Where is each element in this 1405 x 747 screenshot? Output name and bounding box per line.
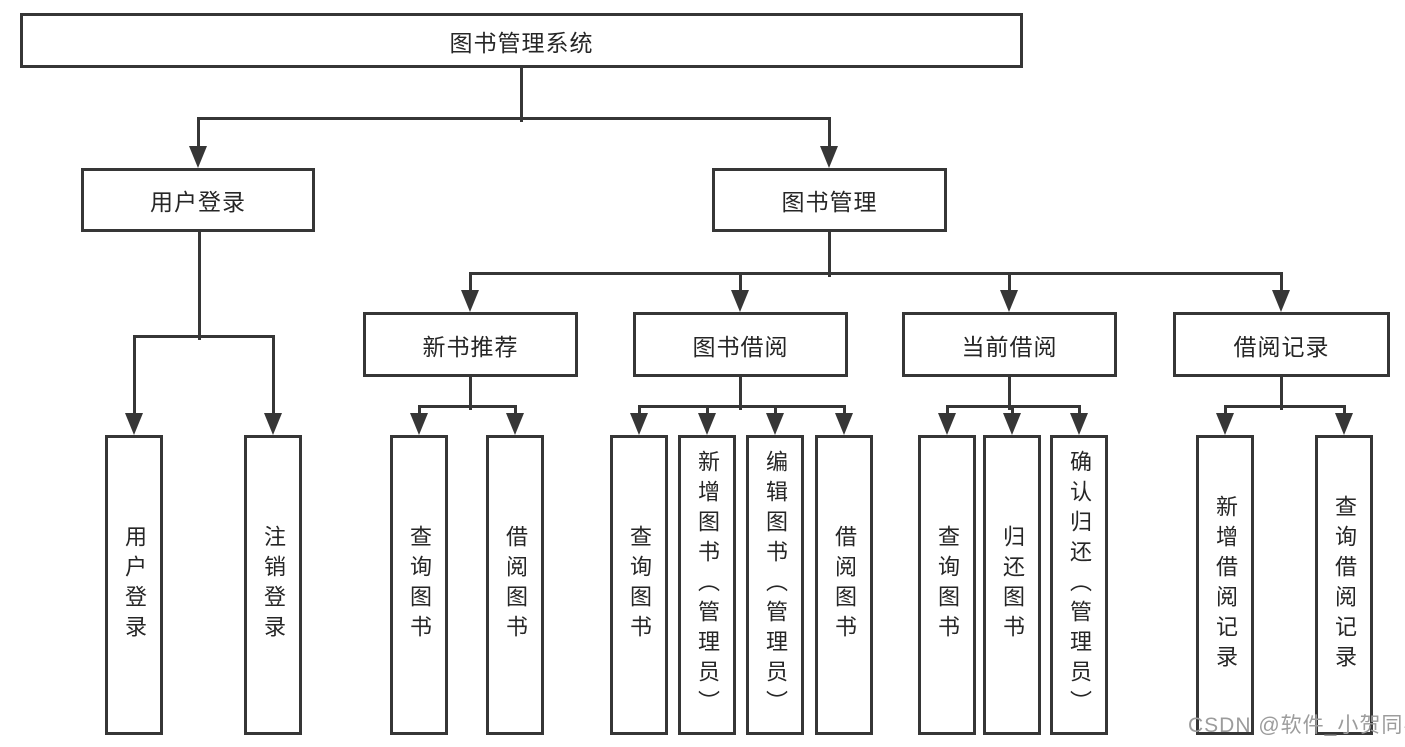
node-label: 当前借阅 [961, 333, 1058, 360]
node-new-book-recommend: 新书推荐 [363, 312, 578, 377]
node-label: 新书推荐 [422, 333, 519, 360]
leaf-label: 借阅图书 [832, 525, 857, 645]
connector-line [1279, 375, 1283, 410]
connector-line [271, 334, 275, 416]
leaf-label: 查询图书 [935, 525, 960, 645]
leaf-label: 查询借阅记录 [1332, 495, 1357, 675]
arrow-down-icon [1335, 413, 1353, 435]
watermark: CSDN @软件_小贺同学 [1188, 714, 1405, 737]
leaf-add-borrow-record: 新增借阅记录 [1196, 435, 1254, 735]
connector-line [637, 404, 846, 408]
leaf-label: 确认归还（管理员） [1067, 450, 1092, 720]
connector-line [842, 404, 846, 416]
connector-line [637, 404, 641, 416]
connector-line [738, 271, 742, 293]
arrow-down-icon [1000, 290, 1018, 312]
arrow-down-icon [1003, 413, 1021, 435]
arrow-down-icon [1070, 413, 1088, 435]
connector-line [468, 271, 472, 293]
leaf-label: 编辑图书（管理员） [763, 450, 788, 720]
node-book-management: 图书管理 [712, 168, 947, 232]
connector-line [417, 404, 517, 408]
leaf-query-borrow-record: 查询借阅记录 [1315, 435, 1373, 735]
node-label: 图书管理 [781, 189, 878, 215]
arrow-down-icon [698, 413, 716, 435]
leaf-user-login: 用户登录 [105, 435, 163, 735]
arrow-down-icon [938, 413, 956, 435]
node-borrow-records: 借阅记录 [1173, 312, 1390, 377]
leaf-label: 查询图书 [407, 525, 432, 645]
connector-line [468, 271, 1283, 275]
connector-line [738, 375, 742, 410]
connector-line [1223, 404, 1227, 416]
leaf-borrow-books-recommend: 借阅图书 [486, 435, 544, 735]
connector-line [1342, 404, 1346, 416]
arrow-down-icon [264, 413, 282, 435]
node-label: 借阅记录 [1233, 333, 1330, 360]
leaf-edit-book-admin: 编辑图书（管理员） [746, 435, 804, 735]
arrow-down-icon [506, 413, 524, 435]
node-user-login: 用户登录 [81, 168, 315, 232]
connector-line [197, 230, 201, 340]
connector-line [519, 66, 523, 122]
leaf-label: 新增图书（管理员） [695, 450, 720, 720]
connector-line [1007, 271, 1011, 293]
connector-line [196, 116, 200, 149]
connector-line [1279, 271, 1283, 293]
arrow-down-icon [835, 413, 853, 435]
leaf-label: 注销登录 [261, 525, 286, 645]
leaf-label: 查询图书 [627, 525, 652, 645]
leaf-label: 新增借阅记录 [1213, 495, 1238, 675]
connector-line [827, 116, 831, 149]
node-library-system: 图书管理系统 [20, 13, 1023, 68]
connector-line [705, 404, 709, 416]
connector-line [1077, 404, 1081, 416]
leaf-label: 归还图书 [1000, 525, 1025, 645]
arrow-down-icon [189, 146, 207, 168]
connector-line [417, 404, 421, 416]
arrow-down-icon [766, 413, 784, 435]
node-book-borrow: 图书借阅 [633, 312, 848, 377]
node-current-borrow: 当前借阅 [902, 312, 1117, 377]
leaf-return-book: 归还图书 [983, 435, 1041, 735]
connector-line [945, 404, 949, 416]
arrow-down-icon [461, 290, 479, 312]
connector-line [468, 375, 472, 410]
leaf-borrow-books: 借阅图书 [815, 435, 873, 735]
connector-line [1223, 404, 1346, 408]
arrow-down-icon [820, 146, 838, 168]
arrow-down-icon [1272, 290, 1290, 312]
connector-line [196, 116, 831, 120]
arrow-down-icon [1216, 413, 1234, 435]
connector-line [773, 404, 777, 416]
arrow-down-icon [410, 413, 428, 435]
leaf-add-book-admin: 新增图书（管理员） [678, 435, 736, 735]
arrow-down-icon [731, 290, 749, 312]
node-label: 图书借阅 [692, 333, 789, 360]
node-label: 图书管理系统 [449, 29, 594, 56]
leaf-query-books-borrow: 查询图书 [610, 435, 668, 735]
connector-line [513, 404, 517, 416]
connector-line [132, 334, 136, 416]
connector-line [132, 334, 275, 338]
leaf-confirm-return-admin: 确认归还（管理员） [1050, 435, 1108, 735]
leaf-logout: 注销登录 [244, 435, 302, 735]
leaf-label: 用户登录 [122, 525, 147, 645]
arrow-down-icon [125, 413, 143, 435]
leaf-label: 借阅图书 [503, 525, 528, 645]
leaf-query-books-current: 查询图书 [918, 435, 976, 735]
connector-line [1007, 375, 1011, 410]
node-label: 用户登录 [150, 189, 246, 215]
arrow-down-icon [630, 413, 648, 435]
connector-line [827, 230, 831, 277]
connector-line [1010, 404, 1014, 416]
leaf-query-books-recommend: 查询图书 [390, 435, 448, 735]
